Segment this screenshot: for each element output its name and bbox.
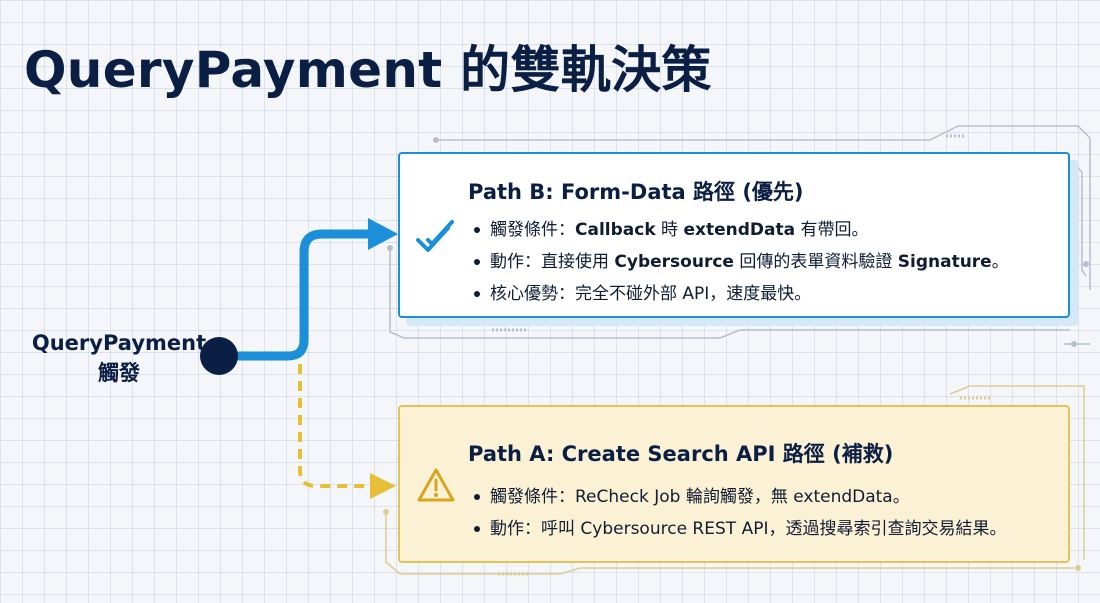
list-item: 核心優勢：完全不碰外部 API，速度最快。 [472,278,1009,310]
path-a-connector [298,364,370,488]
trigger-label-line2: 觸發 [98,361,140,385]
path-a-bullets: 觸發條件：ReCheck Job 輪詢觸發，無 extendData。 動作：呼… [472,481,1006,545]
list-item: 動作：直接使用 Cybersource 回傳的表單資料驗證 Signature。 [472,246,1009,278]
path-a-arrowhead [370,473,396,499]
circuit-decoration-a-dots [383,509,1081,571]
circuit-decoration-a [385,385,1085,576]
path-b-card: Path B: Form-Data 路徑 (優先) 觸發條件：Callback … [398,152,1070,318]
trigger-label: QueryPayment 觸發 [24,328,214,388]
trigger-node [200,337,238,375]
list-item: 動作：呼叫 Cybersource REST API，透過搜尋索引查詢交易結果。 [472,513,1006,545]
path-b-title: Path B: Form-Data 路徑 (優先) [468,180,804,204]
warning-icon [416,467,456,507]
list-item: 觸發條件：ReCheck Job 輪詢觸發，無 extendData。 [472,481,1006,513]
page-title: QueryPayment 的雙軌決策 [24,41,712,99]
circuit-decoration-b-dots [387,137,1089,347]
double-check-icon [414,218,458,262]
list-item: 觸發條件：Callback 時 extendData 有帶回。 [472,214,1009,246]
trigger-label-line1: QueryPayment [31,331,207,355]
path-b-connector [219,229,377,361]
path-b-bullets: 觸發條件：Callback 時 extendData 有帶回。 動作：直接使用 … [472,214,1009,310]
path-a-title: Path A: Create Search API 路徑 (補救) [468,442,894,466]
path-b-arrowhead [368,218,398,250]
path-a-card: Path A: Create Search API 路徑 (補救) 觸發條件：R… [398,405,1070,563]
